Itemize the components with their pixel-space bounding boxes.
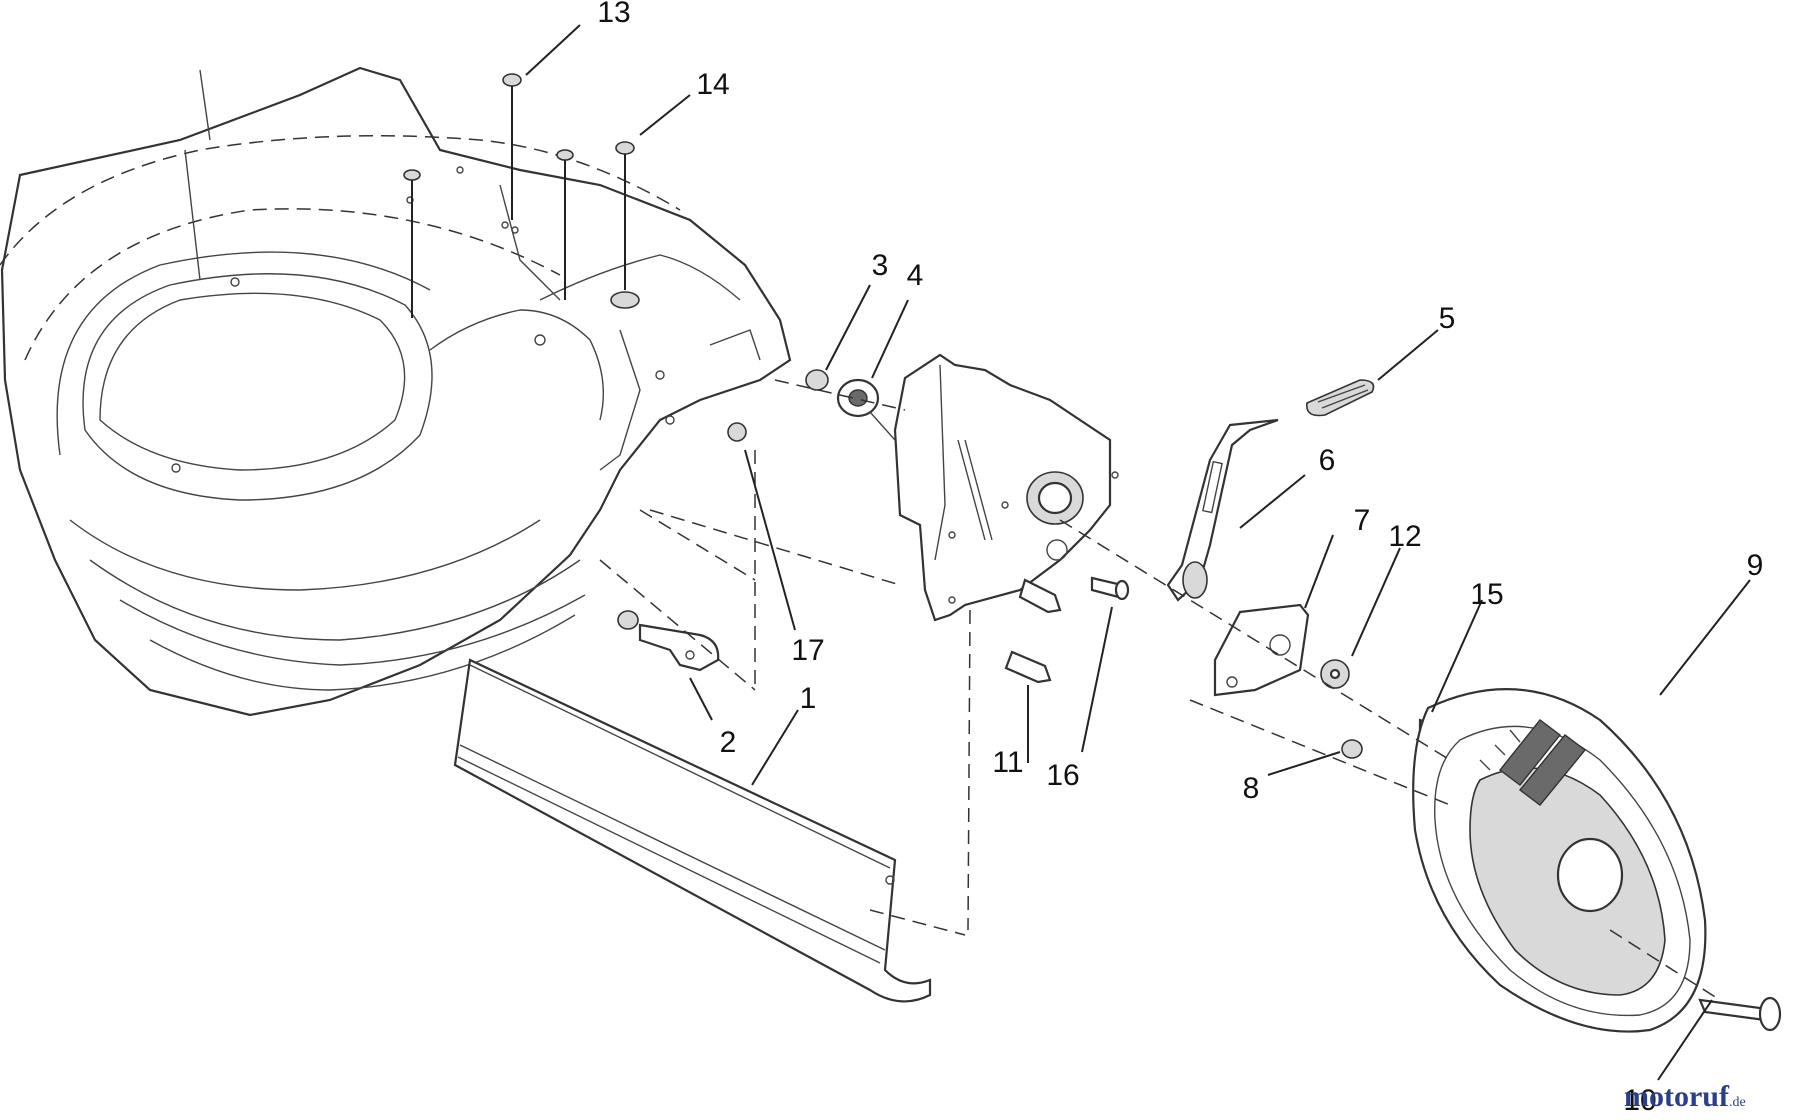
bolt-13: [403, 73, 522, 318]
bolt-11: [1004, 578, 1062, 684]
bushing-4: [836, 378, 896, 441]
callout-15: 15: [1470, 578, 1503, 611]
callout-17: 17: [791, 634, 824, 667]
callout-1: 1: [800, 682, 817, 715]
callout-13: 13: [597, 0, 630, 29]
callout-12: 12: [1388, 520, 1421, 553]
assembly-lines: [599, 379, 1721, 1001]
callout-7: 7: [1354, 504, 1371, 537]
callout-9: 9: [1747, 549, 1764, 582]
callout-4: 4: [907, 259, 924, 292]
axle-bolt-10: [1698, 996, 1782, 1032]
callout-3: 3: [872, 249, 889, 282]
plate-7: [1213, 603, 1310, 697]
washer-12: [1320, 659, 1350, 689]
callout-labels: 1 2 3 4 5 6 7 8 9 10 11 12 13 14 15 16 1…: [597, 0, 1763, 1117]
watermark-logo: motoruf.de: [1624, 1080, 1746, 1114]
callout-8: 8: [1243, 772, 1260, 805]
adjuster-bracket: [893, 353, 1119, 622]
wheel-9: [1412, 688, 1707, 1033]
watermark-suffix: .de: [1728, 1095, 1746, 1110]
adjuster-lever-6: [1166, 418, 1279, 602]
leader-lines: [525, 24, 1751, 1081]
spacer-3: [805, 369, 829, 391]
callout-6: 6: [1319, 444, 1336, 477]
rear-flap-1: [453, 658, 932, 1003]
bolt-14: [556, 141, 635, 300]
callout-2: 2: [720, 726, 737, 759]
nut-17: [727, 422, 747, 442]
knob-5: [1306, 379, 1375, 417]
callout-14: 14: [696, 68, 729, 101]
callout-5: 5: [1439, 302, 1456, 335]
washer-8: [1341, 739, 1363, 759]
watermark-brand: motoruf: [1624, 1080, 1729, 1113]
pin-16: [1090, 576, 1130, 601]
callout-16: 16: [1046, 759, 1079, 792]
bracket-2: [617, 610, 720, 672]
callout-11: 11: [992, 746, 1023, 779]
mower-deck-housing: [0, 66, 792, 717]
callout-10: 10: [1623, 1084, 1656, 1117]
